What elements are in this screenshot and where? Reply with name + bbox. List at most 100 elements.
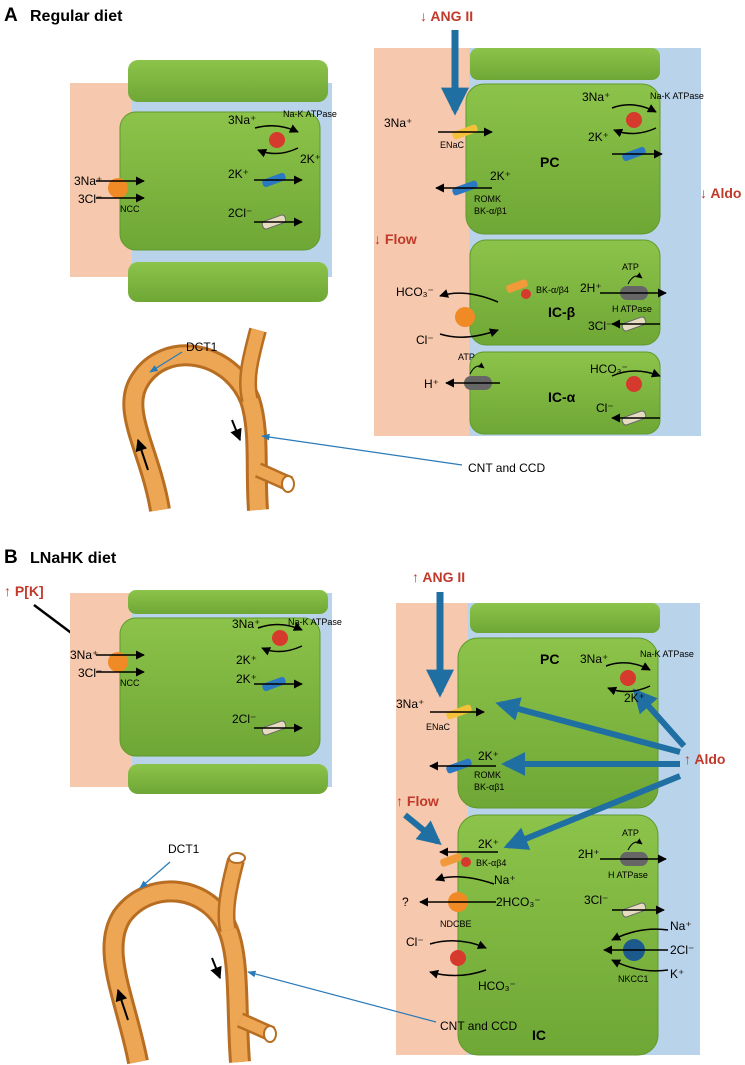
ic-k-r-label: K⁺ (670, 967, 684, 981)
nak-label: Na-K ATPase (283, 109, 337, 119)
bk-channel (506, 279, 528, 293)
pc-na-label: 3Na⁺ (384, 116, 412, 130)
pk-label: ↑ P[K] (4, 583, 44, 599)
ic-cell (457, 814, 659, 1056)
dct-k-out-label: 2K⁺ (228, 167, 249, 181)
bk-ab4-label: BK-αβ4 (476, 858, 506, 868)
ic-hco3-2-label: 2HCO₃⁻ (496, 895, 541, 909)
nak-label: Na-K ATPase (640, 649, 694, 659)
aldo-label-a: ↓ Aldo (700, 185, 741, 201)
ic-k-label: 2K⁺ (478, 837, 499, 851)
dct-na-out-label: 3Na⁺ (228, 113, 256, 127)
aldo-arrow-enac (495, 697, 681, 755)
cnt-block-b: ↑ ANG II ↑ Aldo ↑ Flow PC 3Na⁺ ENaC 2K⁺ … (396, 569, 725, 1056)
na-k-atpase-pump (620, 670, 636, 686)
dct-na-out-label: 3Na⁺ (232, 617, 260, 631)
na-k-atpase-pump (272, 630, 288, 646)
ic-hco3-label: HCO₃⁻ (478, 979, 516, 993)
anion-exchanger (626, 376, 642, 392)
ndcbe-label: NDCBE (440, 919, 472, 929)
romk-label: ROMK (474, 770, 501, 780)
icb-cl3-label: 3Cl⁻ (588, 319, 612, 333)
pc-label: PC (540, 651, 559, 667)
dct-cl-out-label: 2Cl⁻ (228, 206, 252, 220)
ncc-label: NCC (120, 204, 140, 214)
nkcc1-label: NKCC1 (618, 974, 649, 984)
dct-cell (119, 617, 321, 757)
pc-na-label: 3Na⁺ (396, 697, 424, 711)
flow-label-a: ↓ Flow (374, 231, 417, 247)
dct-k-out-label: 2K⁺ (236, 672, 257, 686)
aldo-arrow-pump (632, 688, 687, 748)
ica-hco3-label: HCO₃⁻ (590, 362, 628, 376)
ica-atp-label: ATP (458, 352, 475, 362)
dct-cl-label: 3Cl⁻ (78, 192, 102, 206)
hatpase-label: H ATPase (612, 304, 652, 314)
ic-cl3-label: 3Cl⁻ (584, 893, 608, 907)
ncc-transporter (108, 178, 128, 198)
ang-label-a: ↓ ANG II (420, 8, 473, 24)
ic-label: IC (532, 1027, 546, 1043)
bk-channel (440, 853, 462, 867)
dct-k-in-label: 2K⁺ (236, 653, 257, 667)
neighbor-cell-top (470, 48, 660, 80)
ica-label: IC-α (548, 389, 576, 405)
icb-cl-label: Cl⁻ (416, 333, 434, 347)
anion-exchanger (450, 950, 466, 966)
neighbor-cell-bottom (128, 764, 328, 794)
panel-b: B LNaHK diet ↑ P[K] 3Na⁺ 3Cl⁻ NCC 3Na⁺ N… (4, 547, 725, 1065)
atp-label: ATP (622, 262, 639, 272)
flow-label-b: ↑ Flow (396, 793, 439, 809)
tubule-b: DCT1 CNT and CCD (102, 842, 517, 1065)
ang-label-b: ↑ ANG II (412, 569, 465, 585)
ncc-transporter (108, 652, 128, 672)
ic-cl-label: Cl⁻ (406, 935, 424, 949)
tubule-a: DCT1 CNT and CCD (122, 327, 545, 512)
dct-k-in-label: 2K⁺ (300, 152, 321, 166)
ic-na-r-label: Na⁺ (670, 919, 692, 933)
ic-q-label: ? (402, 895, 409, 909)
dct-na-label: 3Na⁺ (70, 648, 98, 662)
pc-na-out-label: 3Na⁺ (582, 90, 610, 104)
panel-a-letter: A (4, 5, 18, 26)
romk-label: ROMK (474, 194, 501, 204)
ic-cl2-label: 2Cl⁻ (670, 943, 694, 957)
pc-cell (465, 83, 661, 235)
cnt-label-b: CNT and CCD (440, 1019, 517, 1033)
panel-a-title: Regular diet (30, 8, 123, 25)
pc-label: PC (540, 154, 559, 170)
dct-cell (119, 111, 321, 251)
dct1-label-b: DCT1 (168, 842, 200, 856)
pc-k-in-label: 2K⁺ (588, 130, 609, 144)
ica-cl-label: Cl⁻ (596, 401, 614, 415)
nak-label: Na-K ATPase (288, 617, 342, 627)
panel-b-letter: B (4, 547, 18, 568)
pc-k-label: 2K⁺ (478, 749, 499, 763)
ic-h-label: 2H⁺ (578, 847, 600, 861)
pc-k-in-label: 2K⁺ (624, 691, 645, 705)
na-k-atpase-pump (626, 112, 642, 128)
ica-h-label: H⁺ (424, 377, 439, 391)
nak-label: Na-K ATPase (650, 91, 704, 101)
pc-na-out-label: 3Na⁺ (580, 652, 608, 666)
neighbor-cell-top (470, 603, 660, 633)
ic-na-label: Na⁺ (494, 873, 516, 887)
aldo-label-b: ↑ Aldo (684, 751, 725, 767)
cnt-block-a: ↓ ANG II ↓ Aldo ↓ Flow PC 3Na⁺ ENaC 2K⁺ … (374, 8, 741, 436)
icb-h-label: 2H⁺ (580, 281, 602, 295)
cnt-label-a: CNT and CCD (468, 461, 545, 475)
dct-cl-label: 3Cl⁻ (78, 666, 102, 680)
dct-cl-out-label: 2Cl⁻ (232, 712, 256, 726)
neighbor-cell-bottom (128, 262, 328, 302)
panel-b-title: LNaHK diet (30, 550, 117, 567)
bk-label: BK-αβ1 (474, 782, 504, 792)
lumen-region (396, 603, 468, 1055)
aldo-arrow-bk (503, 773, 682, 850)
panel-a: A Regular diet 3Na⁺ 3Cl⁻ NCC 3Na⁺ Na-K A… (4, 5, 741, 512)
dct1-label-a: DCT1 (186, 340, 218, 354)
flow-arrow (403, 812, 442, 846)
neighbor-cell-top (128, 590, 328, 614)
bk-ab4-label: BK-α/β4 (536, 285, 569, 295)
enac-label: ENaC (440, 140, 465, 150)
dct-na-label: 3Na⁺ (74, 174, 102, 188)
